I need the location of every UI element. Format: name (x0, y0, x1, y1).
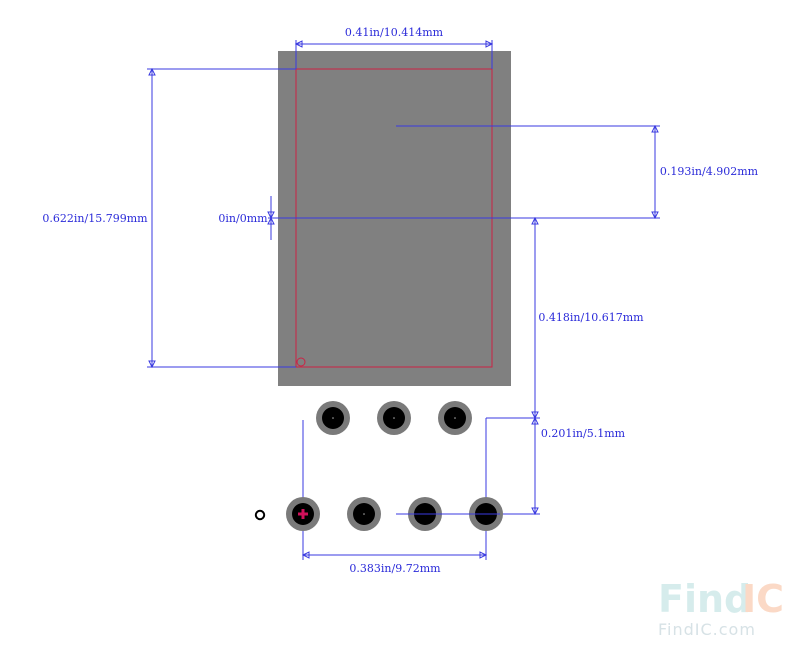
watermark-url-text: FindIC.com (658, 620, 756, 639)
dimension-offset-right: 0.193in/4.902mm (396, 124, 759, 220)
watermark-ic-text: IC (742, 577, 784, 621)
dimension-width-top-label: 0.41in/10.414mm (345, 26, 444, 39)
dimension-width-top: 0.41in/10.414mm (294, 26, 494, 69)
watermark-find-text: Find (658, 577, 751, 621)
pad (438, 401, 472, 435)
dimension-pin-span-label: 0.383in/9.72mm (349, 562, 441, 575)
dimension-zero-offset: 0in/0mm (218, 196, 275, 240)
dimension-pin-span: 0.383in/9.72mm (301, 420, 488, 575)
dimension-zero-offset-label: 0in/0mm (218, 212, 268, 225)
dimension-height-left-label: 0.622in/15.799mm (42, 212, 148, 225)
pin-row-upper (316, 401, 472, 435)
dimension-row-pitch-label: 0.201in/5.1mm (541, 427, 626, 440)
pad (377, 401, 411, 435)
pad (316, 401, 350, 435)
dimension-offset-right-label: 0.193in/4.902mm (660, 165, 759, 178)
watermark-logo: Find IC FindIC.com (658, 577, 784, 639)
dimension-pin-to-center: 0.418in/10.617mm (531, 216, 644, 420)
dimension-pin-to-center-label: 0.418in/10.617mm (538, 311, 644, 324)
dimension-height-left: 0.622in/15.799mm (42, 67, 296, 369)
pin1-outline-marker (296, 357, 306, 367)
pin-row-lower (286, 497, 503, 531)
dimension-row-pitch: 0.201in/5.1mm (485, 416, 626, 560)
pad-pin1 (286, 497, 320, 531)
pad (347, 497, 381, 531)
origin-ring-icon (254, 509, 266, 521)
